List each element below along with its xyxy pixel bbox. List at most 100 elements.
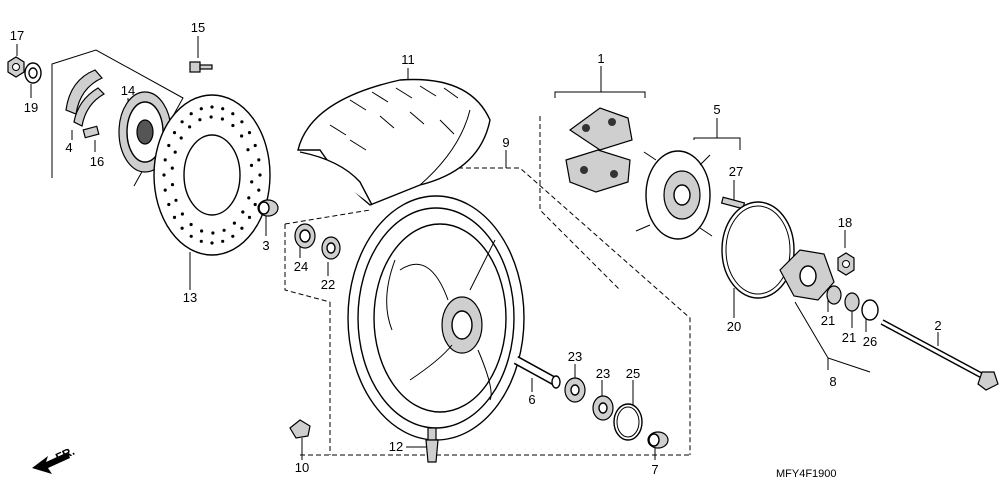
disc-hole xyxy=(231,234,235,238)
part-19-washer xyxy=(24,62,42,84)
disc-hole xyxy=(231,112,235,116)
disc-hole xyxy=(221,239,225,243)
disc-hole xyxy=(221,107,225,111)
disc-hole xyxy=(189,112,193,116)
callout-23b: 23 xyxy=(596,366,610,381)
disc-hole xyxy=(180,120,184,124)
disc-hole xyxy=(257,158,261,162)
disc-hole xyxy=(210,105,214,109)
callout-13: 13 xyxy=(183,290,197,305)
disc-hole xyxy=(240,134,244,138)
part-20-ring xyxy=(721,201,795,299)
callout-26: 26 xyxy=(863,334,877,349)
part-4-brake-shoe xyxy=(65,69,105,127)
callout-12: 12 xyxy=(389,439,403,454)
disc-hole xyxy=(211,231,215,235)
disc-hole xyxy=(222,228,226,232)
disc-hole xyxy=(199,107,203,111)
front-direction-arrow-icon xyxy=(32,452,70,474)
disc-hole xyxy=(172,131,177,135)
callout-25: 25 xyxy=(626,366,640,381)
part-17-nut xyxy=(7,56,25,78)
disc-hole xyxy=(240,120,244,124)
disc-hole xyxy=(200,229,204,233)
disc-hole xyxy=(189,222,193,227)
disc-hole xyxy=(247,131,252,135)
part-3-collar xyxy=(257,199,279,217)
disc-hole xyxy=(198,118,202,122)
part-11-tire xyxy=(297,78,491,206)
disc-hole xyxy=(258,173,262,177)
disc-hole xyxy=(257,188,261,192)
callout-10: 10 xyxy=(295,460,309,475)
disc-hole xyxy=(249,163,254,167)
disc-hole xyxy=(189,234,193,238)
disc-hole xyxy=(174,198,178,202)
callout-18: 18 xyxy=(838,215,852,230)
callout-22: 22 xyxy=(321,277,335,292)
disc-hole xyxy=(247,196,251,200)
part-7-collar xyxy=(647,431,669,449)
leader-lines xyxy=(16,36,939,460)
wheel-rim xyxy=(347,195,525,441)
callout-7: 7 xyxy=(651,462,658,477)
part-6-spacer xyxy=(513,356,561,389)
part-22-bearing xyxy=(321,236,341,260)
callout-24: 24 xyxy=(294,259,308,274)
disc-hole xyxy=(250,180,254,184)
disc-hole xyxy=(180,212,184,216)
disc-hole xyxy=(231,123,235,128)
disc-hole xyxy=(163,188,167,192)
disc-hole xyxy=(210,241,214,245)
disc-hole xyxy=(162,173,166,177)
part-16-bolt xyxy=(82,125,100,139)
part-12-valve xyxy=(425,427,439,463)
disc-hole xyxy=(246,148,250,152)
disc-hole xyxy=(209,115,213,119)
diagram-reference-code: MFY4F1900 xyxy=(776,468,837,480)
part-21-bearing xyxy=(826,285,860,312)
callout-14: 14 xyxy=(121,83,135,98)
callout-21b: 21 xyxy=(842,330,856,345)
part-5-driven-flange xyxy=(635,150,713,240)
disc-hole xyxy=(220,117,224,121)
callout-17: 17 xyxy=(10,28,24,43)
callout-3: 3 xyxy=(262,238,269,253)
disc-hole xyxy=(240,226,244,230)
callout-8: 8 xyxy=(829,374,836,389)
part-10-cap xyxy=(289,419,311,439)
disc-hole xyxy=(172,215,177,219)
callout-6: 6 xyxy=(528,392,535,407)
disc-hole xyxy=(241,210,245,214)
disc-hole xyxy=(170,183,175,187)
part-26-ring xyxy=(861,299,879,321)
disc-hole xyxy=(180,226,184,230)
part-13-brake-disc xyxy=(153,94,271,256)
part-15-bolt xyxy=(189,61,213,73)
callout-2: 2 xyxy=(934,318,941,333)
front-direction-label: FR. xyxy=(53,444,76,465)
callout-19: 19 xyxy=(24,100,38,115)
callout-27: 27 xyxy=(729,164,743,179)
callout-4: 4 xyxy=(65,140,72,155)
callout-labels: 17 19 14 4 16 15 13 3 11 9 1 5 27 18 20 … xyxy=(10,20,942,477)
drive-hub xyxy=(779,249,835,301)
part-23-bearing xyxy=(564,377,614,421)
disc-hole xyxy=(247,215,252,219)
disc-hole xyxy=(253,202,257,207)
disc-hole xyxy=(253,143,257,148)
disc-hole xyxy=(188,125,192,129)
part-1-damper-set xyxy=(565,107,633,193)
disc-hole xyxy=(170,166,174,170)
callout-15: 15 xyxy=(191,20,205,35)
callout-23a: 23 xyxy=(568,349,582,364)
disc-hole xyxy=(173,150,177,154)
part-2-axle xyxy=(880,319,999,391)
callout-1: 1 xyxy=(597,51,604,66)
callout-20: 20 xyxy=(727,319,741,334)
callout-16: 16 xyxy=(90,154,104,169)
disc-hole xyxy=(167,202,171,207)
disc-hole xyxy=(199,239,203,243)
disc-hole xyxy=(232,221,236,225)
